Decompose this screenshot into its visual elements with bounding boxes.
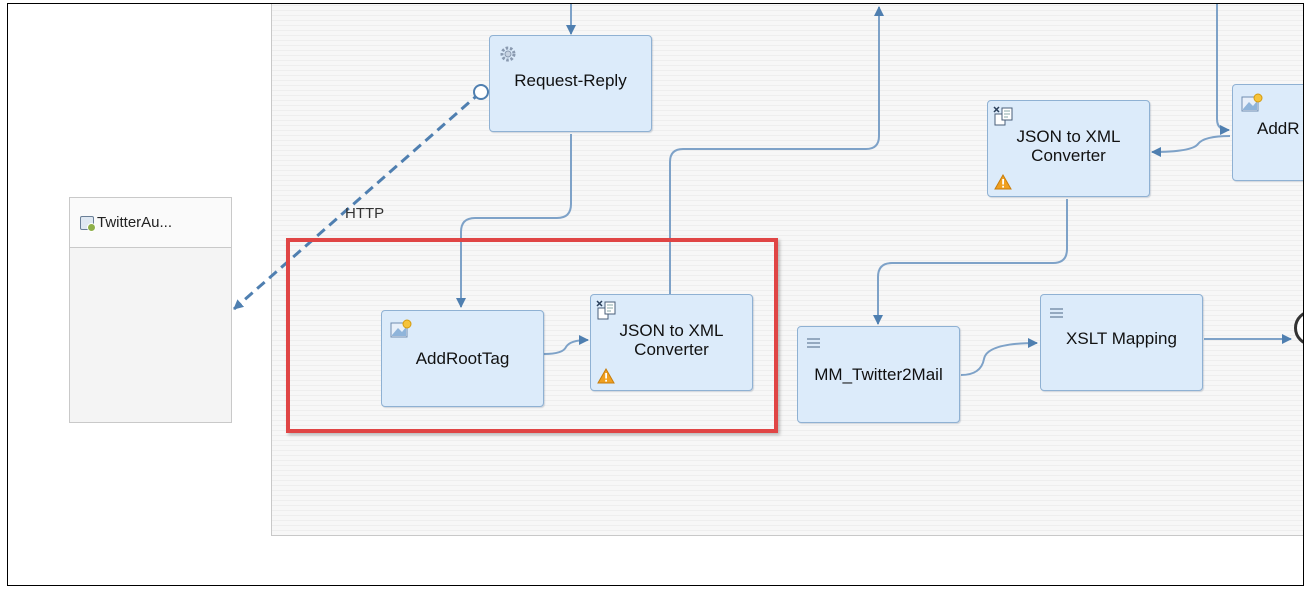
http-edge-label: HTTP bbox=[345, 205, 385, 222]
step-label: AddR bbox=[1257, 119, 1300, 138]
step-label: JSON to XML Converter bbox=[619, 320, 724, 359]
warning-icon[interactable] bbox=[597, 368, 615, 384]
content-modifier-icon bbox=[390, 319, 412, 338]
step-label: JSON to XML Converter bbox=[1016, 126, 1121, 165]
step-json-to-xml-converter-2[interactable]: JSON to XML Converter bbox=[987, 100, 1150, 197]
step-label: AddRootTag bbox=[415, 349, 510, 368]
step-add-root-tag[interactable]: AddRootTag bbox=[381, 310, 544, 407]
receiver-header: TwitterAu... bbox=[70, 198, 231, 248]
converter-icon bbox=[993, 106, 1013, 126]
receiver-icon bbox=[80, 215, 96, 232]
step-label: MM_Twitter2Mail bbox=[814, 365, 943, 384]
integration-process-pool[interactable] bbox=[271, 4, 1303, 536]
highlight-box bbox=[286, 238, 778, 433]
step-label: Request-Reply bbox=[514, 71, 627, 90]
connectors-layer bbox=[233, 4, 1292, 376]
connector-json-up[interactable] bbox=[669, 6, 884, 294]
step-add-root-partial[interactable]: AddR bbox=[1232, 84, 1303, 181]
gear-icon bbox=[500, 46, 516, 62]
receiver-twitter[interactable]: TwitterAu... bbox=[69, 197, 232, 423]
mapping-icon bbox=[1050, 308, 1063, 318]
step-xslt-mapping[interactable]: XSLT Mapping bbox=[1040, 294, 1203, 391]
connector-addr-to-json[interactable] bbox=[1151, 135, 1231, 157]
step-request-reply[interactable]: Request-Reply bbox=[489, 35, 652, 132]
receiver-title: TwitterAu... bbox=[97, 214, 173, 231]
converter-icon bbox=[596, 300, 616, 320]
content-modifier-icon bbox=[1241, 93, 1263, 112]
connector-addroottag-to-json[interactable] bbox=[543, 335, 589, 355]
mapping-icon bbox=[807, 338, 820, 348]
step-json-to-xml-converter[interactable]: JSON to XML Converter bbox=[590, 294, 753, 391]
connector-json-to-mm[interactable] bbox=[873, 199, 1068, 325]
connector-mm-to-xslt[interactable] bbox=[960, 338, 1038, 376]
connector-request-reply-to-addroottag[interactable] bbox=[456, 134, 572, 308]
step-mm-twitter2mail[interactable]: MM_Twitter2Mail bbox=[797, 326, 960, 423]
message-flow-start-circle bbox=[473, 84, 489, 100]
step-label: XSLT Mapping bbox=[1066, 329, 1177, 348]
canvas-frame: TwitterAu... HTTP Request-Reply bbox=[7, 3, 1304, 586]
connector-into-addr[interactable] bbox=[1216, 4, 1230, 135]
http-message-flow[interactable] bbox=[233, 90, 482, 311]
warning-icon[interactable] bbox=[994, 174, 1012, 190]
